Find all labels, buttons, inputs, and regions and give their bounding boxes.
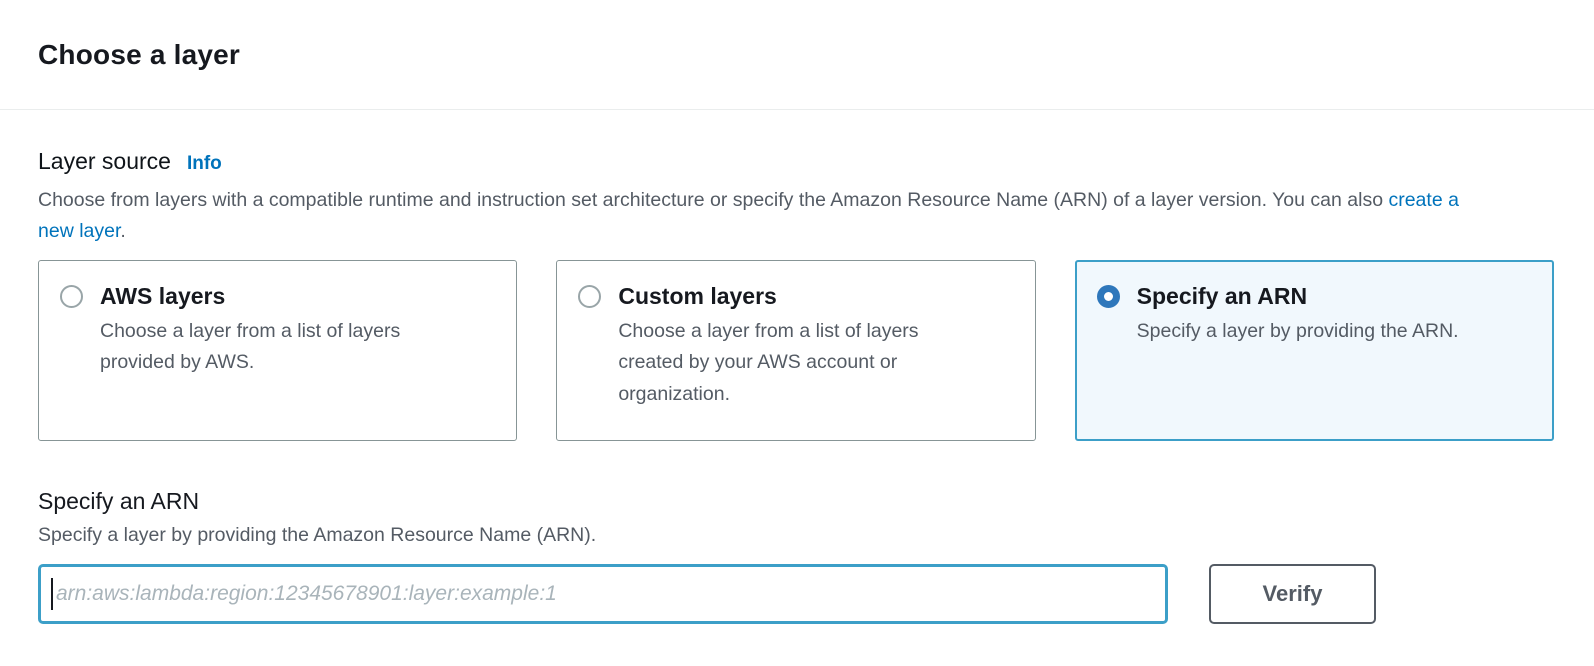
tile-title-row: Specify an ARN bbox=[1096, 282, 1531, 310]
tile-custom-layers[interactable]: Custom layers Choose a layer from a list… bbox=[556, 259, 1036, 441]
layer-source-description: Choose from layers with a compatible run… bbox=[38, 185, 1498, 247]
layer-source-label-row: Layer source Info bbox=[38, 148, 1554, 175]
radio-button-icon[interactable] bbox=[578, 284, 602, 308]
panel-content: Layer source Info Choose from layers wit… bbox=[0, 110, 1594, 624]
verify-button[interactable]: Verify bbox=[1209, 563, 1376, 624]
tile-aws-layers[interactable]: AWS layers Choose a layer from a list of… bbox=[38, 259, 518, 441]
layer-source-options: AWS layers Choose a layer from a list of… bbox=[38, 259, 1554, 441]
description-text-1: Choose from layers with a compatible run… bbox=[38, 189, 1389, 211]
specify-arn-section: Specify an ARN Specify a layer by provid… bbox=[38, 488, 1554, 624]
tile-title: Specify an ARN bbox=[1136, 282, 1308, 309]
radio-button-icon[interactable] bbox=[60, 284, 83, 308]
page-title: Choose a layer bbox=[38, 38, 240, 70]
specify-arn-heading: Specify an ARN bbox=[38, 487, 200, 514]
tile-title-row: Custom layers bbox=[578, 283, 1012, 310]
arn-input-row: Verify bbox=[38, 563, 1554, 624]
arn-input-wrapper bbox=[38, 563, 1168, 624]
layer-source-label: Layer source bbox=[38, 148, 171, 174]
tile-title-row: AWS layers bbox=[60, 283, 494, 310]
tile-specify-an-arn[interactable]: Specify an ARN Specify a layer by provid… bbox=[1074, 259, 1554, 441]
arn-input[interactable] bbox=[38, 563, 1168, 624]
text-cursor bbox=[51, 577, 53, 610]
create-a-new-layer-link[interactable]: create a new layer bbox=[38, 189, 1459, 242]
description-text-2: . bbox=[120, 219, 126, 242]
info-link[interactable]: Info bbox=[186, 153, 222, 174]
radio-button-selected-icon[interactable] bbox=[1096, 284, 1120, 308]
tile-description: Specify a layer by providing the ARN. bbox=[1136, 319, 1459, 342]
tile-description: Choose a layer from a list of layers pro… bbox=[100, 319, 401, 374]
panel-header: Choose a layer bbox=[0, 0, 1594, 110]
tile-title: AWS layers bbox=[100, 282, 226, 309]
tile-description: Choose a layer from a list of layers cre… bbox=[618, 319, 919, 405]
specify-arn-description: Specify a layer by providing the Amazon … bbox=[38, 523, 597, 546]
tile-title: Custom layers bbox=[618, 282, 777, 309]
